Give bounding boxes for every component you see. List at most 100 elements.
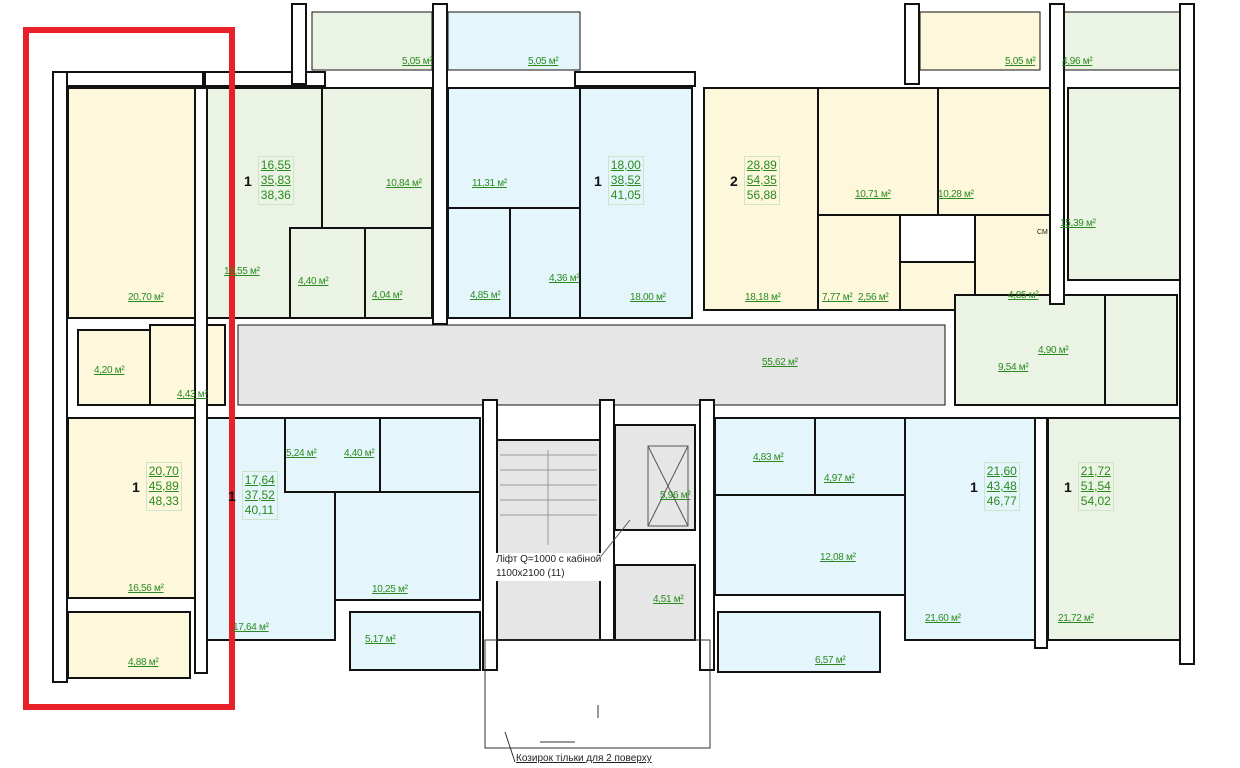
overall-area: 41,05 (610, 188, 641, 202)
room-g-room (904, 417, 1036, 641)
washer-mark: СМ (1037, 229, 1048, 236)
room-d-room1 (703, 87, 819, 311)
vestibule (614, 564, 696, 641)
overall-area: 40,11 (244, 503, 274, 517)
room-area-label: 4,97 м² (824, 473, 855, 484)
room-area-label: 5,24 м² (286, 448, 317, 459)
rooms-count: 1 (228, 487, 236, 504)
room-b-bath (364, 227, 433, 319)
room-f-balcony (349, 611, 481, 671)
room-g-balcony (717, 611, 881, 673)
room-area-label: 2,56 м² (858, 292, 889, 303)
room-area-label: 4,40 м² (298, 276, 329, 287)
living-area: 18,00 (610, 158, 641, 172)
vestibule-area-label: 4,51 м² (653, 594, 684, 605)
room-c-hall (509, 207, 581, 319)
total-area: 45,89 (148, 479, 179, 493)
room-g-kitchen (714, 494, 906, 596)
room-c-room (579, 87, 693, 319)
room-area-label: 17,64 м² (233, 622, 269, 633)
room-a-balcony (67, 611, 191, 679)
room-a-hall (149, 324, 226, 406)
room-b-hall (289, 227, 366, 319)
room-d-room2 (817, 87, 939, 216)
room-e-balcony (1059, 11, 1186, 71)
total-area: 43,48 (986, 479, 1017, 493)
room-area-label: 4,40 м² (344, 448, 375, 459)
lift-shaft (614, 424, 696, 531)
total-area: 38,52 (610, 173, 641, 187)
room-area-label: 18,00 м² (630, 292, 666, 303)
total-area: 54,35 (746, 173, 777, 187)
room-area-label: 4,85 м² (1008, 290, 1039, 301)
room-area-label: 4,96 м² (1062, 56, 1093, 67)
lift-note: Ліфт Q=1000 с кабіной 1100x2100 (11) (496, 553, 602, 581)
room-g-bath (714, 417, 816, 496)
living-area: 28,89 (746, 158, 777, 172)
living-area: 16,55 (260, 158, 291, 172)
room-area-label: 4,43 м² (177, 389, 208, 400)
room-area-label: 6,57 м² (815, 655, 846, 666)
rooms-count: 1 (594, 172, 602, 189)
room-a-bath (77, 329, 151, 406)
rooms-count: 1 (1064, 478, 1072, 495)
room-area-label: 21,72 м² (1058, 613, 1094, 624)
rooms-count: 1 (244, 172, 252, 189)
room-area-label: 5,17 м² (365, 634, 396, 645)
room-area-label: 4,85 м² (470, 290, 501, 301)
room-c-kitchen (447, 87, 581, 209)
room-e-hall (954, 294, 1106, 406)
total-area: 35,83 (260, 173, 291, 187)
overall-area: 54,02 (1080, 494, 1111, 508)
corridor-area-label: 55,62 м² (762, 357, 798, 368)
highlight-frame (23, 27, 235, 710)
overall-area: 48,33 (148, 494, 179, 508)
lift-note-line1: Ліфт Q=1000 с кабіной (496, 554, 602, 565)
room-area-label: 4,90 м² (1038, 345, 1069, 356)
room-area-label: 4,04 м² (372, 290, 403, 301)
lift-note-line2: 1100x2100 (11) (496, 568, 565, 579)
room-area-label: 4,20 м² (94, 365, 125, 376)
room-area-label: 11,31 м² (472, 178, 507, 189)
room-b-balcony (311, 11, 433, 71)
room-b-kitchen (321, 87, 433, 229)
room-area-label: 4,36 м² (549, 273, 580, 284)
room-area-label: 18,18 м² (745, 292, 781, 303)
room-a-bedroom (67, 87, 196, 319)
living-area: 20,70 (148, 464, 179, 478)
room-area-label: 4,83 м² (753, 452, 784, 463)
corridor (237, 324, 946, 406)
room-area-label: 4,88 м² (128, 657, 159, 668)
rooms-count: 1 (132, 478, 140, 495)
living-area: 21,60 (986, 464, 1017, 478)
room-d-hall (817, 214, 901, 311)
room-area-label: 15,39 м² (1060, 218, 1096, 229)
room-area-label: 5,05 м² (402, 56, 433, 67)
room-area-label: 10,28 м² (938, 189, 974, 200)
room-e-kitchen (1067, 87, 1189, 281)
room-area-label: 5,05 м² (1005, 56, 1036, 67)
canopy-note: Козирок тільки для 2 поверху (516, 753, 652, 764)
living-area: 21,72 (1080, 464, 1111, 478)
overall-area: 38,36 (260, 188, 291, 202)
stair-treads (500, 450, 597, 545)
room-area-label: 16,56 м² (128, 583, 164, 594)
room-e-room (1047, 417, 1181, 641)
living-area: 17,64 (244, 473, 275, 487)
lift-cross (589, 445, 689, 571)
room-f-bath (379, 417, 481, 493)
room-area-label: 7,77 м² (822, 292, 853, 303)
overall-area: 56,88 (746, 188, 777, 202)
total-area: 37,52 (244, 488, 275, 502)
rooms-count: 1 (970, 478, 978, 495)
room-area-label: 21,60 м² (925, 613, 961, 624)
